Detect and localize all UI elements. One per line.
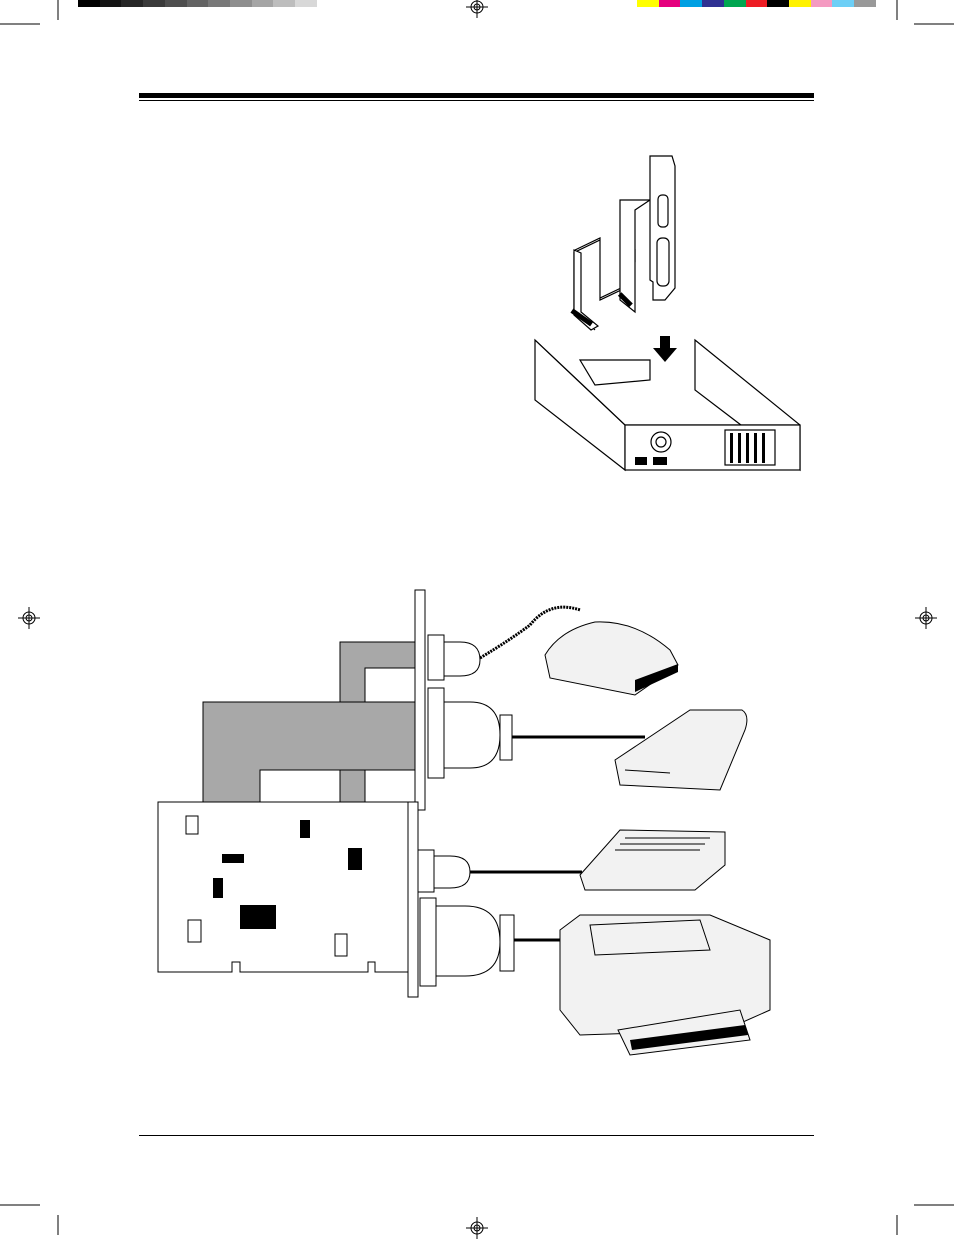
color-swatch	[789, 0, 811, 7]
color-swatch	[637, 0, 659, 7]
grayscale-swatch	[165, 0, 187, 7]
crosshair-target-icon	[466, 0, 488, 18]
color-swatch	[746, 0, 768, 7]
figure-install-bracket	[525, 150, 825, 490]
grayscale-swatch	[121, 0, 143, 7]
grayscale-swatch	[208, 0, 230, 7]
bracket-parallel-port	[408, 802, 418, 997]
grayscale-swatch	[187, 0, 209, 7]
grayscale-swatch	[295, 0, 317, 7]
hub	[580, 830, 725, 890]
grayscale-swatch	[143, 0, 165, 7]
color-swatch	[702, 0, 724, 7]
color-swatch	[832, 0, 854, 7]
crosshair-target-icon	[915, 607, 937, 629]
computer-case-open	[535, 340, 800, 470]
insert-arrow-icon	[653, 336, 677, 362]
grayscale-swatch	[273, 0, 295, 7]
color-swatch	[680, 0, 702, 7]
grayscale-swatch	[78, 0, 100, 7]
color-swatch	[811, 0, 833, 7]
figure-connected-devices	[150, 580, 790, 1080]
grayscale-swatch	[100, 0, 122, 7]
bracket-serial-port	[415, 590, 425, 810]
color-swatch	[724, 0, 746, 7]
external-modem	[615, 710, 747, 790]
color-swatch	[854, 0, 876, 7]
color-swatch	[659, 0, 681, 7]
crosshair-target-icon	[466, 1217, 488, 1239]
grayscale-swatch	[252, 0, 274, 7]
mouse	[545, 622, 678, 695]
grayscale-swatch	[230, 0, 252, 7]
color-swatch	[767, 0, 789, 7]
crosshair-target-icon	[18, 607, 40, 629]
